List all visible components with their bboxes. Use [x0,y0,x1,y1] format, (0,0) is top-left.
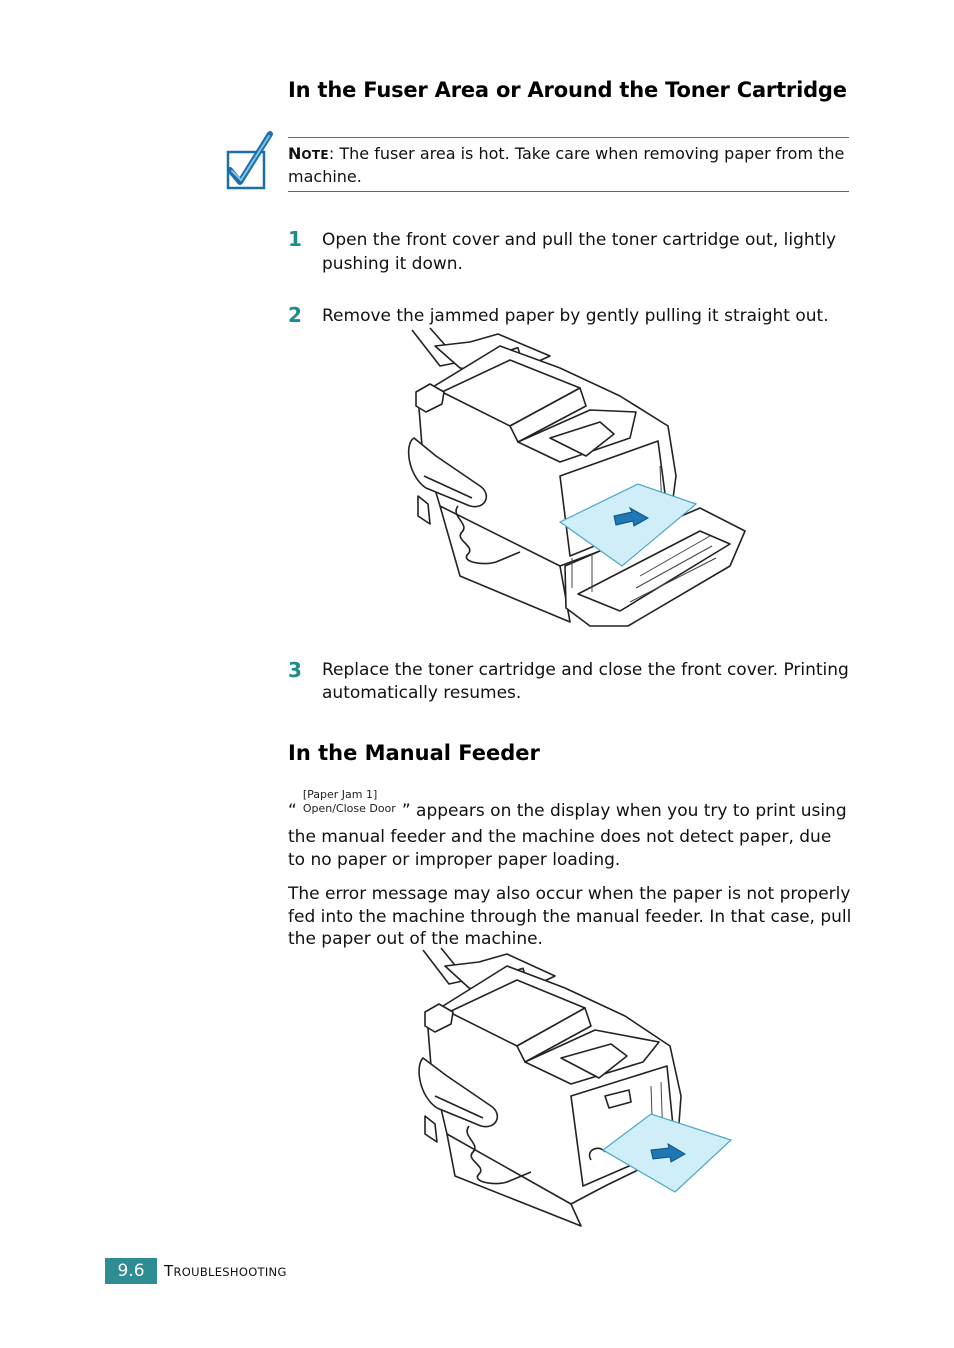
section-heading-fuser: In the Fuser Area or Around the Toner Ca… [288,78,847,102]
printer-fuser-jam-illustration [407,327,746,627]
step-text-1: Open the front cover and pull the toner … [322,230,837,274]
step-text-2: Remove the jammed paper by gently pullin… [322,306,829,326]
open-quote: “ [288,801,297,821]
printer-manual-feeder-jam-illustration [418,947,733,1227]
note-label-first: N [288,144,302,163]
step-number-1: 1 [288,227,302,251]
note-label-rest: OTE [301,148,329,162]
manual-feeder-paragraph-1: “ [Paper Jam 1]Open/Close Door” appears o… [288,788,853,871]
checkmark-note-icon [226,131,273,190]
step-number-2: 2 [288,303,302,327]
manual-feeder-paragraph-2: The error message may also occur when th… [288,884,852,949]
lcd-line-2: Open/Close Door [302,802,396,815]
note-top-rule [288,137,849,138]
step-number-3: 3 [288,658,302,682]
footer-section-title: TROUBLESHOOTING [164,1262,287,1280]
page-number-badge: 9.6 [105,1258,157,1284]
lcd-message: [Paper Jam 1]Open/Close Door [303,788,396,816]
paragraph-1-text: ” appears on the display when you try to… [288,801,847,870]
section-heading-manual-feeder: In the Manual Feeder [288,741,540,765]
step-text-3: Replace the toner cartridge and close th… [322,660,849,703]
lcd-line-1: [Paper Jam 1] [302,788,378,801]
note-bottom-rule [288,191,849,192]
note-text: NOTE: The fuser area is hot. Take care w… [288,143,850,187]
footer-section-first: T [164,1262,174,1280]
note-body: : The fuser area is hot. Take care when … [288,144,845,186]
footer-section-rest: ROUBLESHOOTING [173,1265,287,1279]
